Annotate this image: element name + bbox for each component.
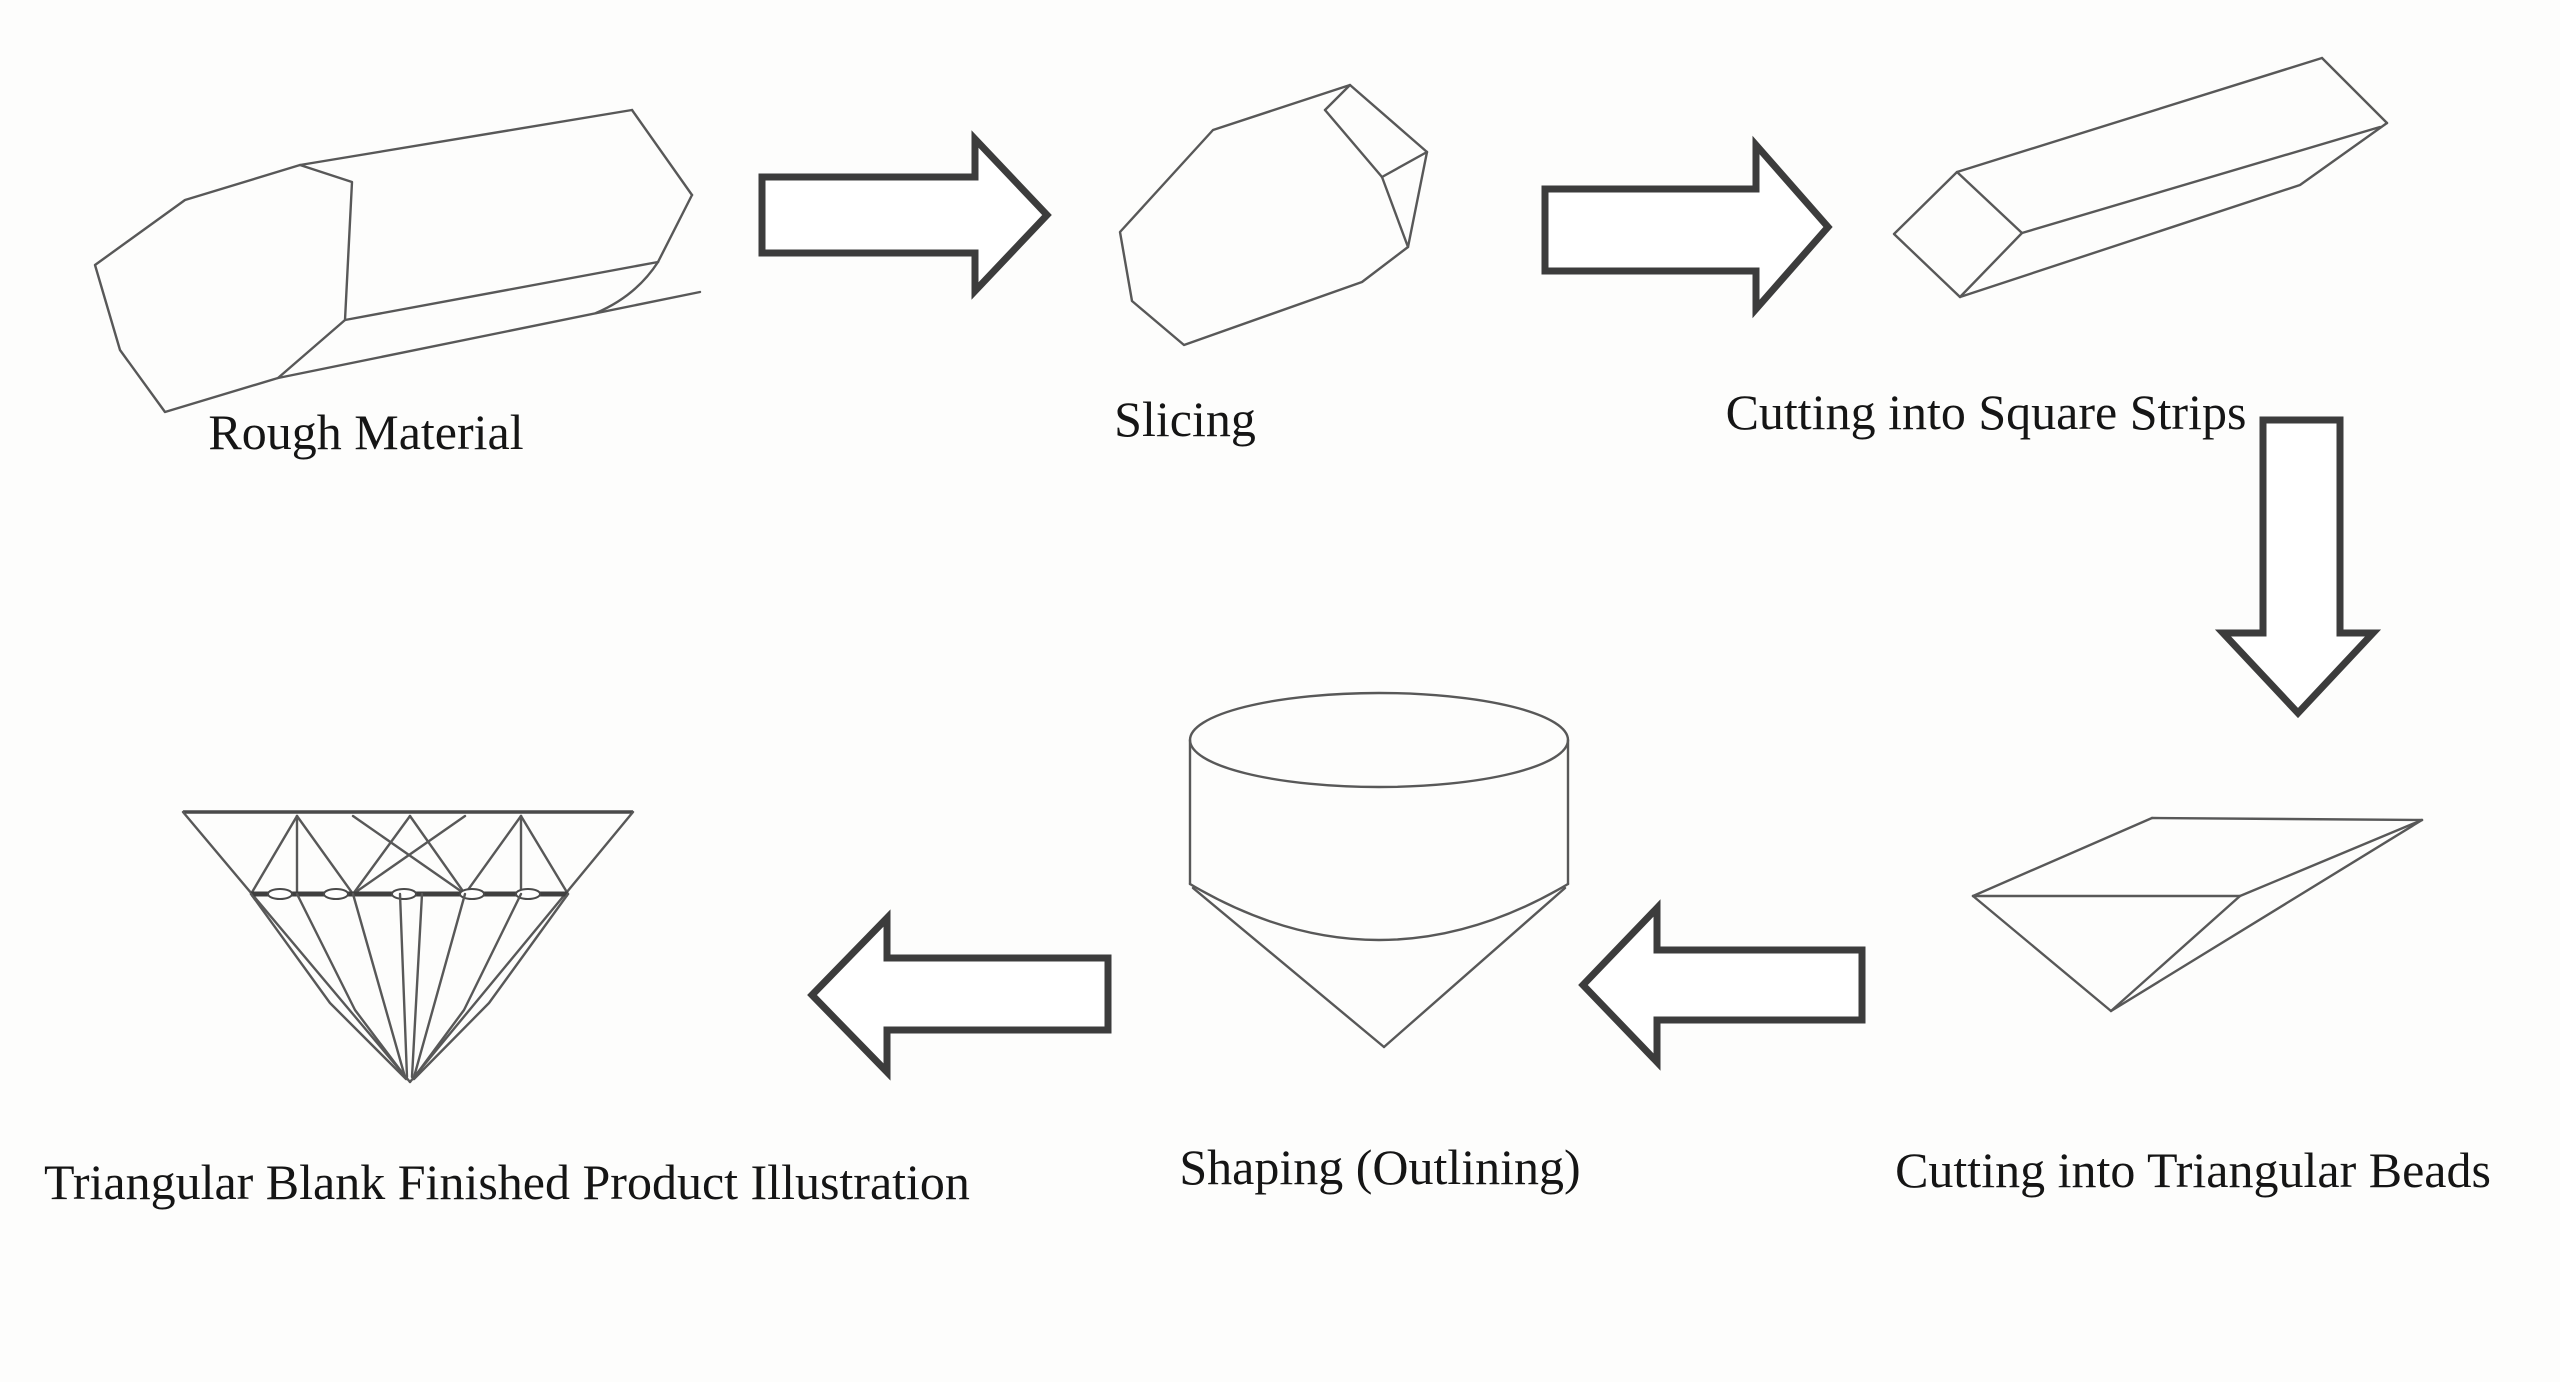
shaping-cylinder-cone-drawing <box>1188 691 1570 1049</box>
faceted-gem-drawing <box>181 810 635 1084</box>
arrow-left-2 <box>807 909 1112 1081</box>
label-rough-material: Rough Material <box>208 404 524 460</box>
label-finished-product: Triangular Blank Finished Product Illust… <box>44 1154 970 1210</box>
arrow-down <box>2214 416 2382 719</box>
slicing-slab-drawing <box>1118 83 1429 347</box>
arrow-right-2 <box>1541 135 1833 319</box>
arrow-left-1 <box>1578 899 1866 1071</box>
rough-material-crystal-drawing <box>93 108 702 414</box>
triangular-bead-drawing <box>1971 816 2424 1013</box>
label-cutting-triangular-beads: Cutting into Triangular Beads <box>1895 1142 2491 1198</box>
label-cutting-square-strips: Cutting into Square Strips <box>1725 384 2247 440</box>
arrow-right-1 <box>758 130 1052 300</box>
label-slicing: Slicing <box>1114 391 1256 447</box>
square-strip-bar-drawing <box>1892 56 2389 299</box>
label-shaping-outlining: Shaping (Outlining) <box>1179 1139 1581 1195</box>
